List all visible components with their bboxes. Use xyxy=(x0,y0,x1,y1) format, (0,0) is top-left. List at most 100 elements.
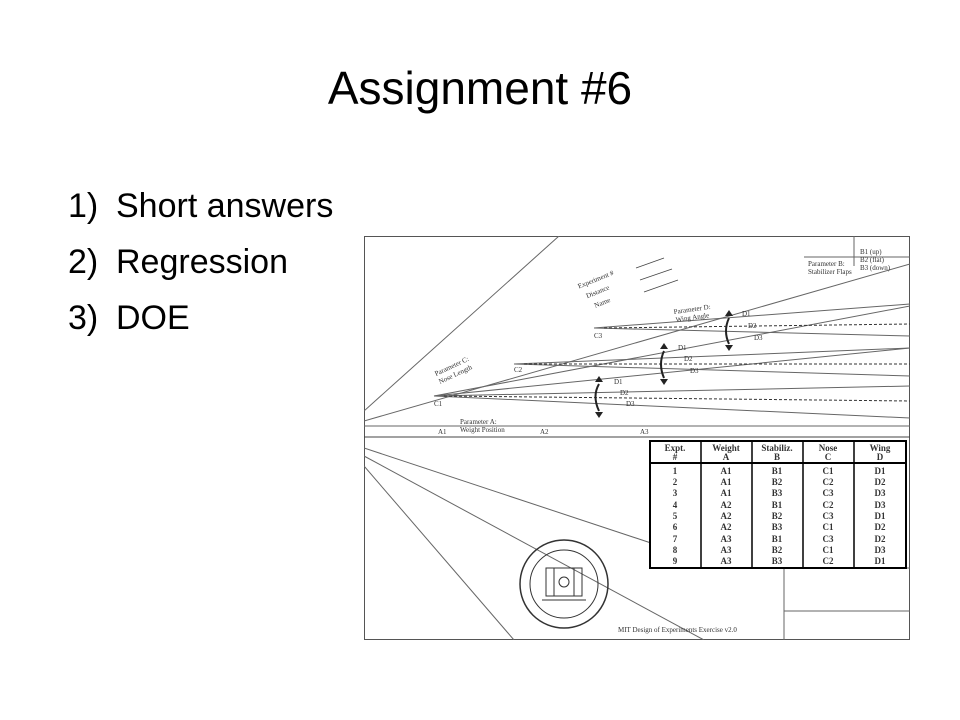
table-cell: 9 xyxy=(673,556,678,566)
table-header: Stabiliz. xyxy=(761,443,792,453)
param-b-sub-label: Stabilizer Flaps xyxy=(808,268,852,276)
table-cell: A1 xyxy=(721,466,732,476)
a1-label: A1 xyxy=(438,428,447,436)
table-cell: A2 xyxy=(721,500,732,510)
list-item-number: 2) xyxy=(68,243,99,281)
d2-label-top: D2 xyxy=(748,322,757,330)
table-header: A xyxy=(723,452,730,462)
table-cell: C2 xyxy=(823,477,834,487)
table-cell: 8 xyxy=(673,545,678,555)
experiment-table: Expt. # Weight A Stabiliz. B Nose C Wing… xyxy=(649,440,907,569)
param-b-label: Parameter B: xyxy=(808,260,845,268)
table-cell: A3 xyxy=(721,534,732,544)
agenda-list: 1) Short answers 2) Regression 3) DOE xyxy=(68,178,333,346)
table-cell: D3 xyxy=(875,500,886,510)
table-cell: C1 xyxy=(823,466,834,476)
table-cell: A3 xyxy=(721,556,732,566)
d1-label-low: D1 xyxy=(614,378,623,386)
figure-border xyxy=(364,236,910,640)
list-item: 2) Regression xyxy=(68,234,333,290)
table-header: B xyxy=(774,452,780,462)
a3-label: A3 xyxy=(640,428,649,436)
table-cell: D2 xyxy=(875,534,886,544)
table-cell: B2 xyxy=(772,545,783,555)
table-header: Nose xyxy=(819,443,838,453)
table-header: C xyxy=(825,452,832,462)
mit-seal-icon xyxy=(519,539,609,629)
slide-title: Assignment #6 xyxy=(327,62,633,114)
table-cell: A2 xyxy=(721,511,732,521)
table-cell: B2 xyxy=(772,511,783,521)
table-cell: A1 xyxy=(721,477,732,487)
d2-label-mid: D2 xyxy=(684,355,693,363)
table-cell: 4 xyxy=(673,500,678,510)
table-cell: 3 xyxy=(673,488,678,498)
table-cell: C3 xyxy=(823,488,834,498)
d1-label-mid: D1 xyxy=(678,344,687,352)
signature-lines xyxy=(635,257,679,293)
b1-label: B1 (up) xyxy=(860,248,882,256)
table-cell: B1 xyxy=(772,466,783,476)
c3-label: C3 xyxy=(594,332,603,340)
table-cell: D2 xyxy=(875,477,886,487)
table-header: # xyxy=(673,452,678,462)
list-item-number: 3) xyxy=(68,299,99,337)
table-cell: B1 xyxy=(772,534,783,544)
list-item-text: Regression xyxy=(116,243,288,281)
param-a-sub-label: Weight Position xyxy=(460,426,505,434)
b2-label: B2 (flat) xyxy=(860,256,885,264)
c1-label: C1 xyxy=(434,400,443,408)
list-item: 1) Short answers xyxy=(68,178,333,234)
footer-label: MIT Design of Experiments Exercise v2.0 xyxy=(618,626,737,634)
table-cell: C3 xyxy=(823,534,834,544)
table-cell: C2 xyxy=(823,556,834,566)
param-a-label: Parameter A: xyxy=(460,418,497,426)
paper-airplane-doe-figure: Experiment # Distance Name Parameter B: … xyxy=(364,236,910,640)
list-item: 3) DOE xyxy=(68,290,333,346)
table-cell: D2 xyxy=(875,522,886,532)
list-item-text: DOE xyxy=(116,299,190,337)
fold-lines-top-dashed xyxy=(443,323,910,402)
d2-label-low: D2 xyxy=(620,389,629,397)
table-cell: A3 xyxy=(721,545,732,555)
table-cell: D3 xyxy=(875,488,886,498)
table-cell: C1 xyxy=(823,545,834,555)
d3-label-low: D3 xyxy=(626,400,635,408)
table-cell: A2 xyxy=(721,522,732,532)
table-cell: A1 xyxy=(721,488,732,498)
table-cell: 6 xyxy=(673,522,678,532)
table-cell: D1 xyxy=(875,556,886,566)
table-cell: C3 xyxy=(823,511,834,521)
table-cell: D3 xyxy=(875,545,886,555)
b3-label: B3 (down) xyxy=(860,264,891,272)
table-cell: B3 xyxy=(772,556,783,566)
table-cell: 7 xyxy=(673,534,678,544)
d3-label-mid: D3 xyxy=(690,367,699,375)
table-cell: C2 xyxy=(823,500,834,510)
arrow-icons xyxy=(594,317,730,412)
c2-label: C2 xyxy=(514,366,523,374)
table-cell: B3 xyxy=(772,522,783,532)
table-header: D xyxy=(877,452,884,462)
table-cell: 2 xyxy=(673,477,678,487)
table-header: Wing xyxy=(870,443,891,453)
table-cell: D1 xyxy=(875,511,886,521)
table-cell: 1 xyxy=(673,466,678,476)
name-label: Name xyxy=(593,296,611,310)
table-cell: D1 xyxy=(875,466,886,476)
d1-label-top: D1 xyxy=(742,310,751,318)
list-item-number: 1) xyxy=(68,187,99,225)
arrowhead-icons xyxy=(595,310,733,418)
d3-label-top: D3 xyxy=(754,334,763,342)
table-header: Expt. xyxy=(665,443,686,453)
table-cell: 5 xyxy=(673,511,678,521)
fold-lines-top xyxy=(364,236,910,427)
list-item-text: Short answers xyxy=(116,187,334,225)
a2-label: A2 xyxy=(540,428,549,436)
table-cell: B1 xyxy=(772,500,783,510)
table-header: Weight xyxy=(712,443,740,453)
table-cell: B2 xyxy=(772,477,783,487)
experiment-labels: Experiment # Distance Name xyxy=(577,269,616,310)
table-cell: B3 xyxy=(772,488,783,498)
table-cell: C1 xyxy=(823,522,834,532)
